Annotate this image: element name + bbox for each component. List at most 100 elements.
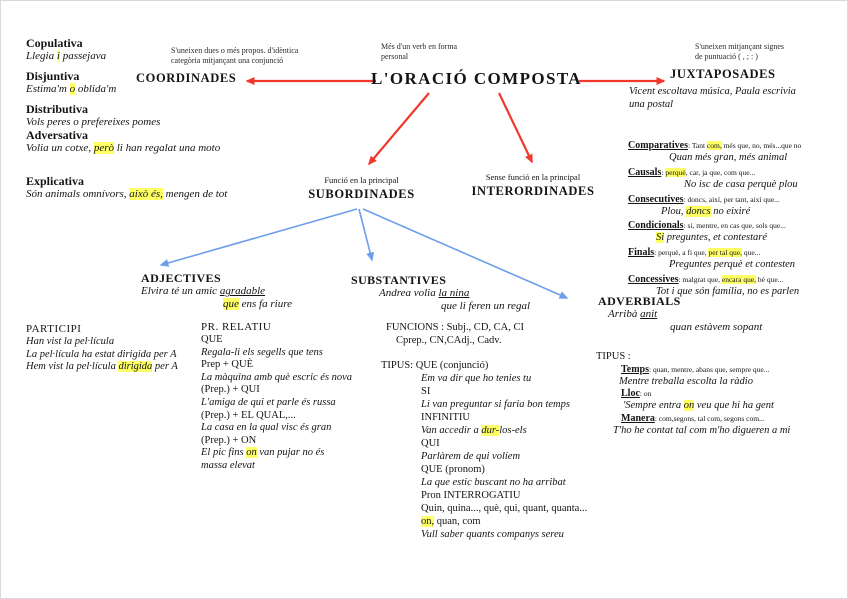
interordinades-type: Condicionals: si, mentre, en cas que, so… [628,220,786,232]
type-keyword: Temps [621,363,649,375]
type-example: No isc de casa perquè plou [684,178,798,190]
adverbials-type: Manera: com,segons, tal com, segons com.… [621,413,765,425]
relatiu-form: (Prep.) + ON [201,434,257,446]
substantives-tipus-block: TIPUS: QUE (conjunció) Em va dir que ho … [381,359,616,541]
type-example: Vols peres o prefereixes pomes [26,116,161,128]
relatiu-example: massa elevat [201,459,255,471]
type-keyword: Manera [621,413,655,425]
tipus-label: TIPUS: [381,360,414,371]
adjectives-node: ADJECTIVES Elvira té un amic agradable q… [141,271,361,311]
highlight: com, [706,141,722,150]
type-keyword: Finals [628,247,655,259]
highlight: encara que, [721,274,757,284]
highlight: que [223,298,239,310]
participi-block: PARTICIPI Han vist la pel·lícula La pel·… [26,323,201,374]
highlight: doncs [686,205,711,217]
adjectives-example: que ens fa riure [223,298,292,310]
tipus-example: Li van preguntar si faria bon temps [421,399,570,410]
tipus-example: Parlàrem de qui volíem [421,451,521,462]
participi-example: Hem vist la pel·lícula dirigida per A [26,361,178,373]
tipus-form: QUE (pronom) [421,464,485,475]
arrow-title-to-interordinades [498,92,533,164]
tipus-label: TIPUS : [596,351,631,362]
highlight: on [683,400,695,412]
type-keyword: Concessives [628,273,679,285]
type-keyword: Comparatives [628,140,688,151]
type-example: Són animals omnívors, això és, mengen de… [26,188,228,200]
highlight: o [69,83,76,95]
substantives-example: Andrea volia la nina [379,287,470,299]
participi-header: PARTICIPI [26,323,82,335]
type-example: Estima'm o oblida'm [26,83,117,95]
relatiu-example: L'amiga de qui et parle és russa [201,396,336,408]
tipus-example: La que estic buscant no ha arribat [421,477,566,488]
highlight: i [56,50,60,62]
tipus-form: QUI [421,438,440,449]
arrow-title-to-subordinades [368,92,430,166]
subordinades-node: Funció en la principal SUBORDINADES [294,175,429,202]
substantives-node: SUBSTANTIVES Andrea volia la nina que li… [351,273,581,313]
tipus-list-line: Quin, quina..., què, qui, quant, quanta.… [421,503,588,514]
highlight: on [246,447,257,459]
juxtaposades-header: JUXTAPOSADES [670,67,776,81]
type-keyword: Condicionals [628,220,684,232]
type-example: Plou, doncs no eixiré [661,205,751,217]
type-keyword: Causals [628,166,662,178]
underlined-text: la nina [438,287,470,299]
coordinades-header: COORDINADES [136,71,237,85]
adverbials-example: Arribà anit [608,308,658,320]
interordinades-type: Concessives: malgrat que, encara que, bé… [628,273,784,285]
coordinades-types-list: Copulativa Llegia i passejava Disjuntiva… [26,37,296,162]
type-example: Tot i que són família, no es parlen [656,285,800,297]
interordinades-header: INTERORDINADES [471,184,595,198]
coordinades-type: Copulativa Llegia i passejava [26,37,296,63]
arrow-subordinades-to-adjectives [159,208,358,267]
title-note: Més d'un verb en forma personal [381,42,458,61]
adverbials-node: ADVERBIALS Arribà anit quan estàvem sopa… [598,294,838,334]
type-example: Preguntes perquè et contesten [669,259,796,271]
tipus-example: Vull saber quants companys sereu [421,529,564,540]
tipus-form: SI [421,386,431,397]
adverbials-example: quan estàvem sopant [670,321,763,333]
highlight: dur- [481,425,500,436]
tipus-example: Van accedir a dur-los-els [421,425,527,436]
type-label: Adversativa [26,128,88,142]
type-example: Llegia i passejava [26,50,107,62]
coordinades-type: Disjuntiva Estima'm o oblida'm [26,70,296,96]
adverbials-type: Temps: quan, mentre, abans que, sempre q… [621,363,770,375]
tipus-list-line: on, quan, com [421,516,481,527]
interordinades-type: Comparatives: Tant com, més que, no, més… [628,140,802,151]
relatiu-form: (Prep.) + EL QUAL,... [201,409,296,421]
funcions-line: Cprep., CN,CAdj., Cadv. [396,334,502,346]
highlight: això és, [129,188,163,200]
subordinades-note: Funció en la principal [324,175,399,185]
highlight: Si [656,232,665,244]
type-example: Mentre treballa escolta la ràdio [619,375,753,387]
adverbials-header: ADVERBIALS [598,294,681,308]
highlight: per tal que, [708,248,743,258]
highlight: perquè [665,167,686,177]
type-keyword: Lloc [621,388,640,400]
type-label: Disjuntiva [26,69,80,83]
tipus-example: Em va dir que ho tenies tu [421,373,532,384]
subordinades-header: SUBORDINADES [308,187,415,201]
interordinades-types-list: Comparatives: Tant com, més que, no, més… [628,138,846,299]
participi-example: La pel·lícula ha estat dirigida per A [26,348,177,360]
adverbials-type: Lloc: on [621,388,652,400]
type-label: Copulativa [26,36,83,50]
type-keyword: Consecutives [628,193,684,205]
adverbials-tipus-block: TIPUS : Temps: quan, mentre, abans que, … [596,351,846,438]
type-example: T'ho he contat tal com m'ho digueren a m… [613,425,791,437]
type-example: Volia un cotxe, però li han regalat una … [26,142,221,154]
interordinades-type: Consecutives: doncs, així, per tant, aix… [628,193,780,205]
relatiu-block: PR. RELATIU QUE Regala-li els segells qu… [201,321,381,473]
tipus-form: INFINITIU [421,412,470,423]
tipus-form: Pron INTERROGATIU [421,490,521,501]
coordinades-type: Adversativa Volia un cotxe, però li han … [26,129,296,155]
relatiu-form: (Prep.) + QUI [201,384,260,396]
interordinades-node: Sense funció en la principal INTERORDINA… [453,172,613,199]
substantives-header: SUBSTANTIVES [351,273,447,287]
juxtaposades-note: S'uneixen mitjançant signes de puntuació… [695,42,784,61]
relatiu-form: Prep + QUÈ [201,359,253,371]
